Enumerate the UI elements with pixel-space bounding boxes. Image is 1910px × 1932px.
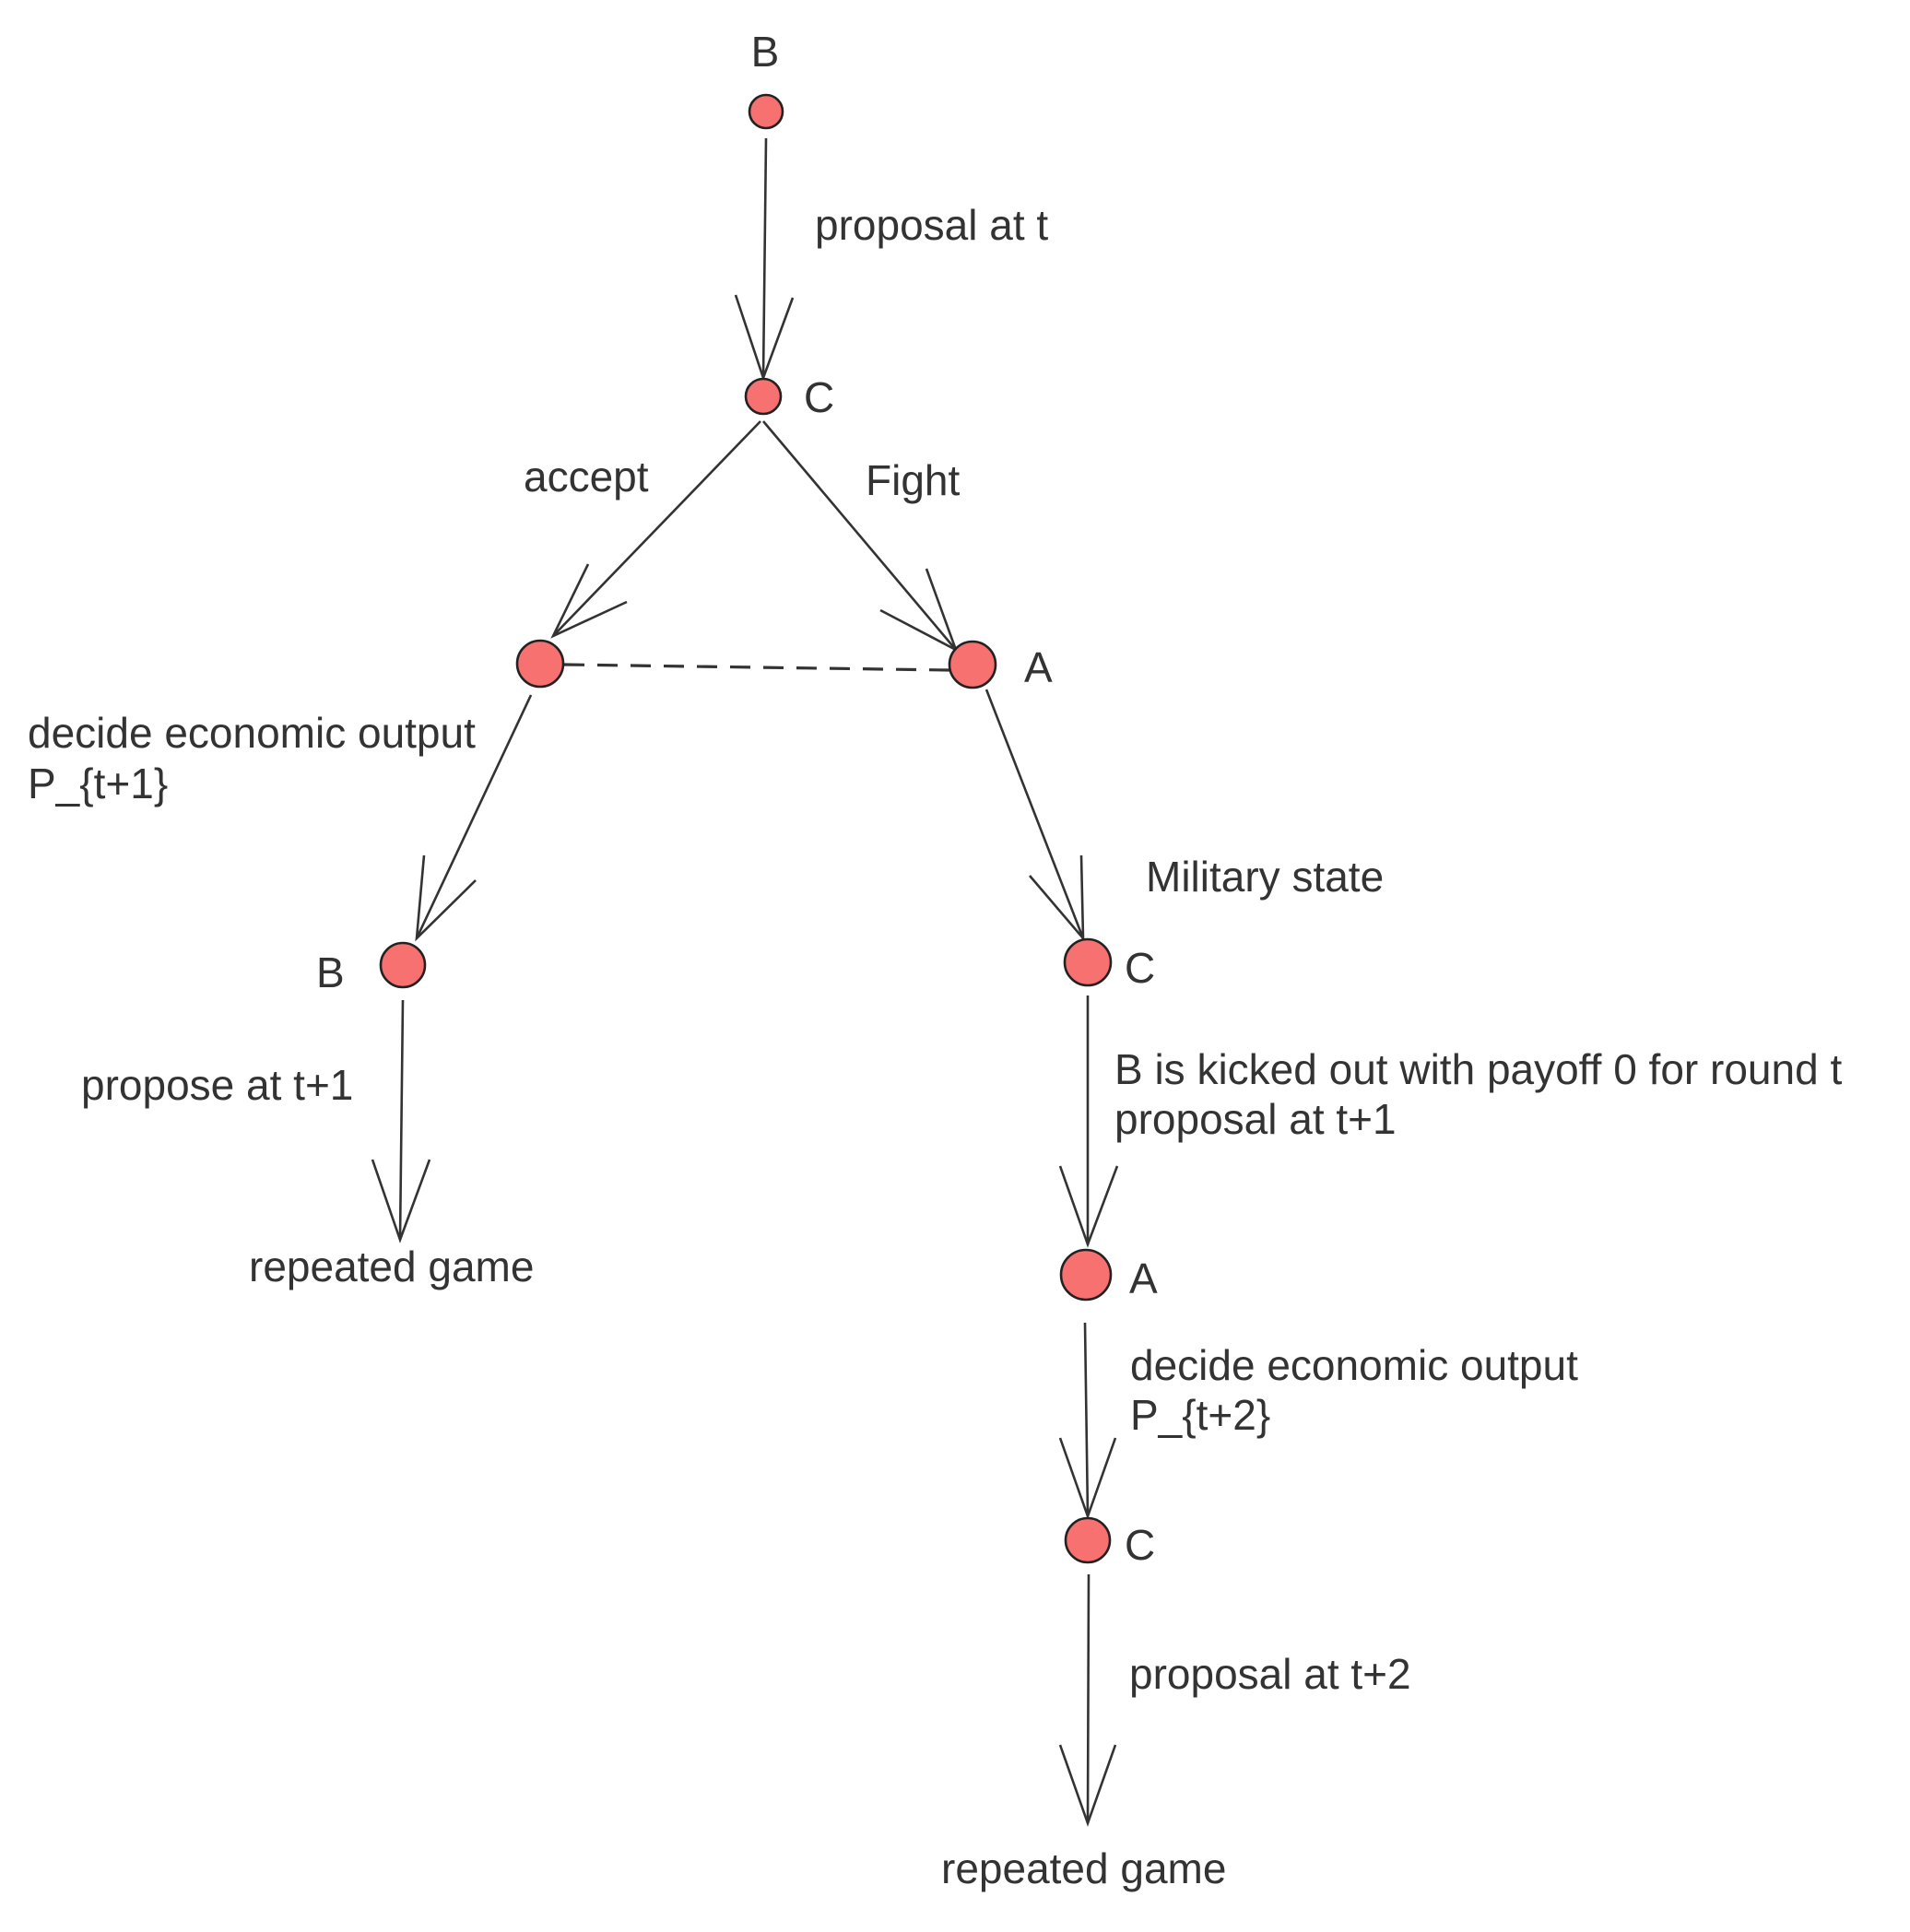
information-set-line: [563, 663, 950, 672]
outcome-right-repeated-game: repeated game: [941, 1844, 1226, 1892]
arrowhead-icon: [1058, 1744, 1117, 1827]
node-label-root: B: [751, 28, 780, 76]
edge-fight: [762, 420, 957, 651]
node-c1: [744, 377, 783, 416]
edge-label-fight: Fight: [866, 456, 960, 504]
edge-decide-output-right: [1083, 1322, 1090, 1517]
node-c2: [1063, 937, 1113, 987]
edge-military-state: [984, 689, 1085, 939]
node-c3: [1064, 1516, 1112, 1564]
nodes: [379, 93, 1113, 1564]
node-left-decision: [515, 639, 565, 689]
node-root-b: [748, 93, 784, 130]
edge-proposal-t: [761, 137, 768, 379]
edge-label-propose-t1: propose at t+1: [81, 1061, 353, 1109]
node-label-c2: C: [1125, 944, 1155, 992]
arrowhead-icon: [415, 854, 477, 942]
arrowhead-icon: [1058, 1437, 1117, 1520]
edge-propose-t1: [398, 999, 405, 1241]
edge-decide-output-left: [415, 694, 533, 939]
edge-label-decide-output-right: decide economic output P_{t+2}: [1130, 1341, 1590, 1439]
node-labels: B C A B C A C: [316, 28, 1158, 1569]
edge-proposal-t2: [1086, 1573, 1091, 1824]
node-a1: [948, 640, 997, 689]
edge-labels: proposal at t accept Fight decide econom…: [28, 201, 1854, 1698]
outcome-left-repeated-game: repeated game: [249, 1243, 534, 1290]
arrowhead-icon: [1029, 854, 1085, 942]
arrowhead-icon: [1058, 1165, 1119, 1248]
edge-label-military-state: Military state: [1146, 853, 1384, 901]
outcomes: repeated game repeated game: [249, 1243, 1226, 1892]
edge-accept: [552, 420, 761, 637]
node-label-c1: C: [804, 373, 834, 421]
edge-label-proposal-t: proposal at t: [815, 201, 1048, 249]
node-b2: [379, 941, 427, 989]
arrowhead-icon: [550, 563, 628, 639]
edge-label-kicked-out: B is kicked out with payoff 0 for round …: [1114, 1045, 1854, 1143]
node-label-a1: A: [1024, 643, 1053, 691]
edge-label-proposal-t2: proposal at t+2: [1129, 1650, 1411, 1698]
node-a2: [1059, 1248, 1113, 1302]
edge-label-accept: accept: [524, 453, 649, 501]
node-label-b2: B: [316, 948, 345, 996]
arrowhead-icon: [371, 1159, 431, 1243]
edges: [371, 137, 1119, 1827]
node-label-a2: A: [1129, 1255, 1158, 1302]
edge-label-decide-output-left: decide economic output P_{t+1}: [28, 709, 488, 807]
node-label-c3: C: [1125, 1521, 1155, 1569]
